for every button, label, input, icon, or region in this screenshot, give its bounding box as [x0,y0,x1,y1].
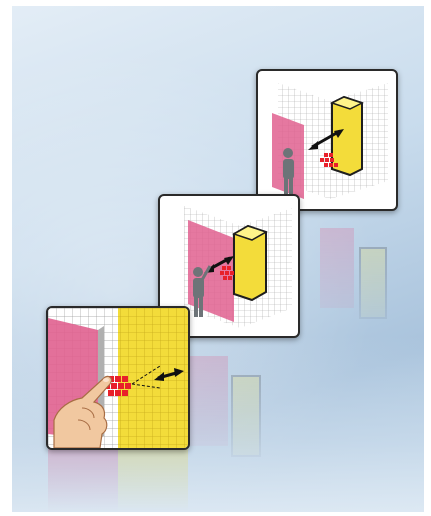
double-arrow-icon [308,129,344,150]
finger-detection-diagram [48,308,188,448]
person-icon [193,265,212,317]
double-arrow-icon [154,368,184,381]
machine-surface [118,308,188,448]
detection-field [320,153,338,167]
card-bottom-finger-detection [46,306,190,450]
reflection-bottom-card [48,446,188,512]
person-icon [283,148,294,198]
card-middle-safety-zone [158,194,300,338]
safety-zone-diagram-middle [184,206,292,328]
card-top-safety-zone [256,69,398,211]
illustration-canvas [12,6,424,512]
detection-field [220,266,234,280]
safety-zone-diagram-top [272,83,388,199]
reflection-top-card [300,214,424,348]
hand-icon [53,375,112,448]
